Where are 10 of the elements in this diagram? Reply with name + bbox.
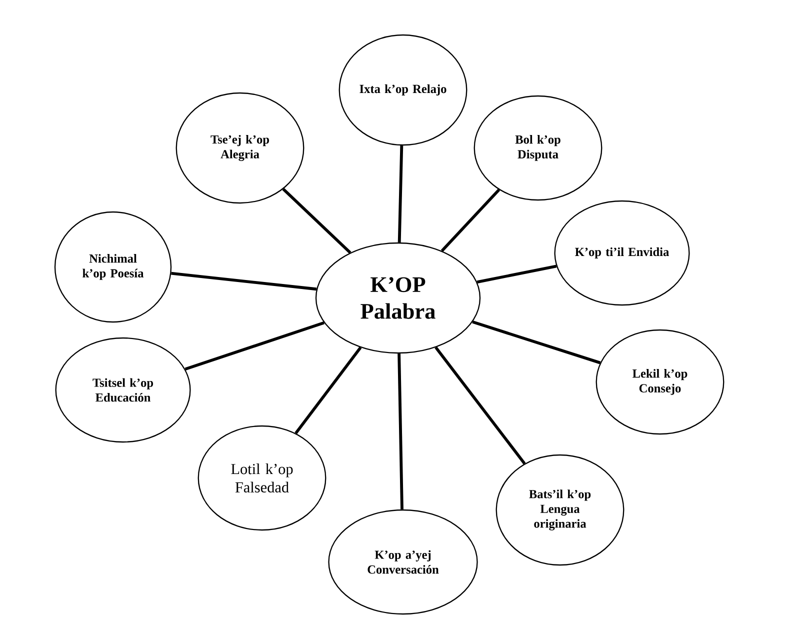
connector-line (398, 354, 404, 510)
connector-line (171, 272, 317, 291)
connector-line (434, 346, 526, 465)
connector-line (476, 264, 557, 284)
connector-line (294, 346, 362, 434)
connector-line (282, 188, 352, 254)
connector-line (472, 320, 601, 364)
connector-line (398, 146, 404, 242)
connector-line (184, 321, 325, 371)
connector-line (440, 188, 500, 252)
